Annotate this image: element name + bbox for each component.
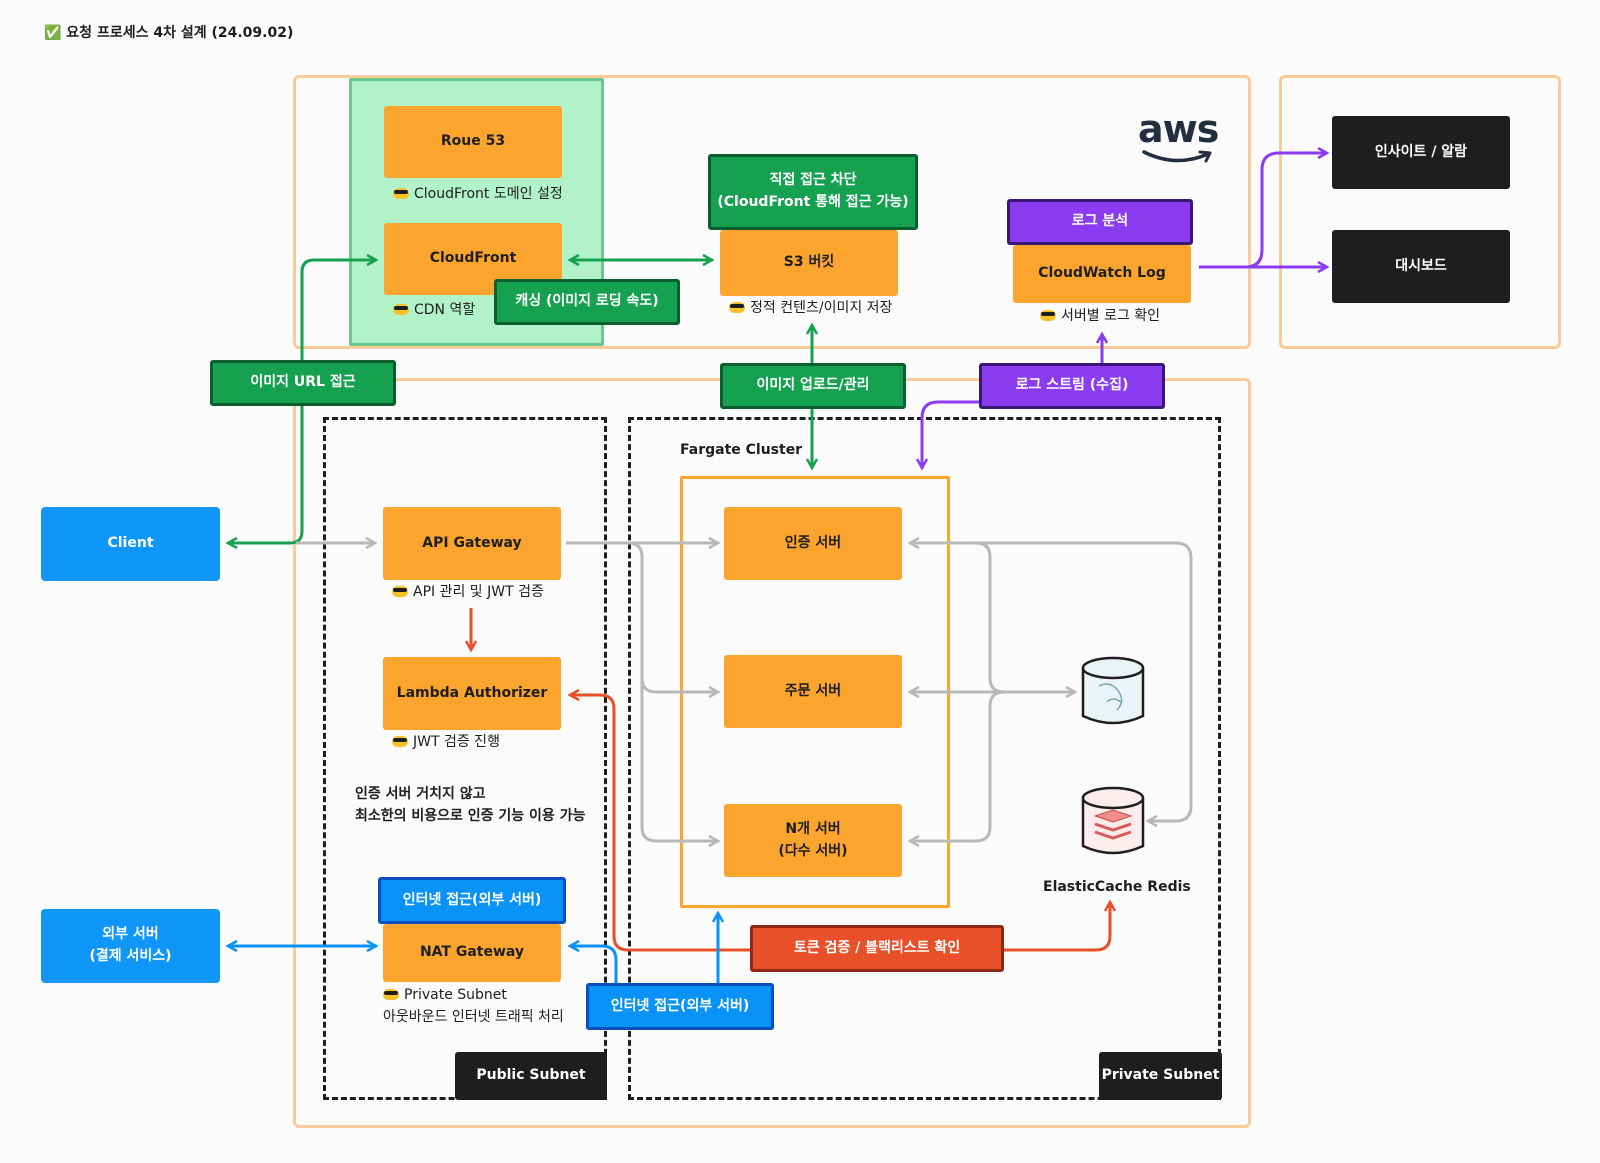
nserver-db-arrow [910,690,1005,841]
token-redis-arrow [1004,902,1110,952]
sunglasses-emoji-icon [393,188,409,199]
internet-access-public-label: 인터넷 접근(외부 서버) [378,877,566,924]
sunglasses-emoji-icon [383,989,399,1000]
private-subnet-area [628,417,1221,1100]
log-analysis-label: 로그 분석 [1007,199,1193,245]
token-lambda-arrow [570,695,752,952]
api-gateway-caption: API 관리 및 JWT 검증 [392,582,544,604]
nat-caption: Private Subnet 아웃바운드 인터넷 트래픽 처리 [383,987,564,1025]
redis-icon[interactable] [1081,786,1145,858]
api-order-arrow [627,541,718,692]
private-subnet-tag: Private Subnet [1099,1052,1222,1100]
sunglasses-emoji-icon [393,304,409,315]
cloudfront-caption: CDN 역할 [393,300,475,322]
lambda-note: 인증 서버 거치지 않고 최소한의 비용으로 인증 기능 이용 가능 [355,786,586,824]
sunglasses-emoji-icon [1040,310,1056,321]
s3-caption: 정적 컨텐츠/이미지 저장 [729,298,892,320]
external-server-node[interactable]: 외부 서버(결제 서비스) [41,909,220,983]
database-icon[interactable] [1081,656,1145,728]
api-gateway-node[interactable]: API Gateway [383,507,561,580]
log-stream-label: 로그 스트림 (수집) [979,363,1165,409]
token-verify-label: 토큰 검증 / 블랙리스트 확인 [750,925,1004,972]
image-url-access-label: 이미지 URL 접근 [210,360,396,406]
cloudwatch-node[interactable]: CloudWatch Log [1013,245,1191,303]
lambda-caption: JWT 검증 진행 [392,732,500,754]
aws-frame [293,75,1251,349]
sunglasses-emoji-icon [392,586,408,597]
sunglasses-emoji-icon [729,302,745,313]
auth-redis-arrow [976,541,1193,821]
client-node[interactable]: Client [41,507,220,581]
aws-smile-icon [1142,150,1212,163]
auth-db-arrow [910,543,1005,694]
fargate-cluster-label: Fargate Cluster [680,442,803,458]
lambda-authorizer-node[interactable]: Lambda Authorizer [383,657,561,730]
public-subnet-tag: Public Subnet [455,1052,607,1100]
cloudwatch-caption: 서버별 로그 확인 [1040,306,1160,328]
auth-server-node[interactable]: 인증 서버 [724,507,902,580]
elasticache-label: ElasticCache Redis [1043,879,1191,895]
internet-nat-arrow [570,946,618,983]
caching-label: 캐싱 (이미지 로딩 속도) [494,279,680,325]
aws-logo: aws [1138,107,1219,170]
page-title: ✅ 요청 프로세스 4차 설계 (24.09.02) [44,25,294,41]
n-server-node[interactable]: N개 서버(다수 서버) [724,804,902,877]
api-nserver-arrow [640,678,718,841]
nat-gateway-node[interactable]: NAT Gateway [383,924,561,982]
route53-caption: CloudFront 도메인 설정 [393,184,563,206]
sunglasses-emoji-icon [392,736,408,747]
dashboard-node[interactable]: 대시보드 [1332,230,1510,303]
route53-node[interactable]: Roue 53 [384,106,562,178]
aws-logo-text: aws [1138,107,1219,151]
monitoring-frame [1279,75,1561,349]
direct-access-block-label: 직접 접근 차단(CloudFront 통해 접근 가능) [708,154,918,230]
internet-access-private-label: 인터넷 접근(외부 서버) [586,983,774,1030]
insight-alarm-node[interactable]: 인사이트 / 알람 [1332,116,1510,189]
cloudwatch-insight-arrow [1244,153,1327,269]
fargate-logstream-arrow [922,400,982,468]
s3-node[interactable]: S3 버킷 [720,230,898,296]
image-upload-label: 이미지 업로드/관리 [720,363,906,409]
order-server-node[interactable]: 주문 서버 [724,655,902,728]
